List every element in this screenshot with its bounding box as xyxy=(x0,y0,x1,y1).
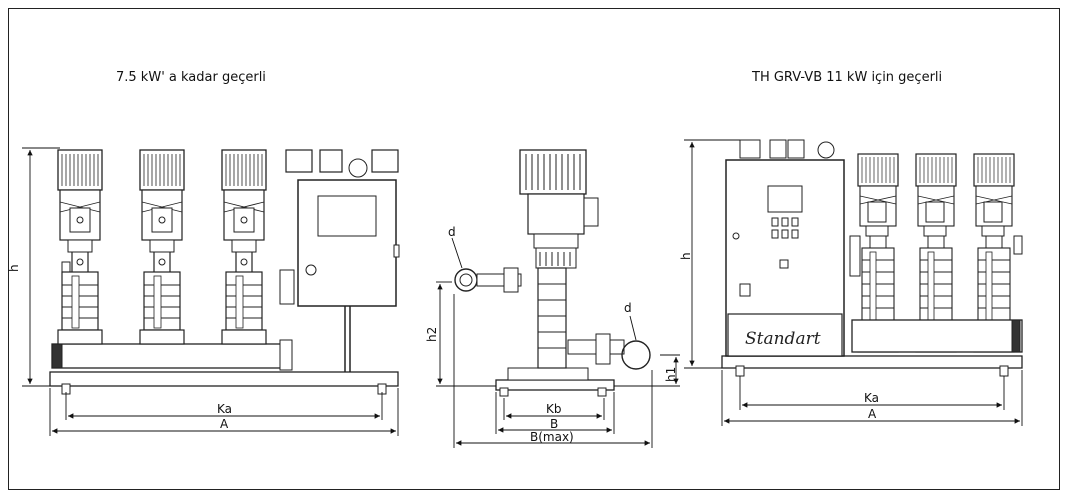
side-d-bottom-label: d xyxy=(624,301,632,315)
left-a-label: A xyxy=(220,417,229,431)
side-h1-label: h1 xyxy=(664,367,678,382)
side-booster-unit xyxy=(454,149,651,397)
side-dimensions xyxy=(436,237,680,448)
side-bmax-label: B(max) xyxy=(530,430,574,444)
side-h2-label: h2 xyxy=(425,327,439,342)
left-ka-label: Ka xyxy=(217,402,232,416)
right-dimensions xyxy=(684,139,1023,426)
right-a-label: A xyxy=(868,407,877,421)
right-h-label: h xyxy=(679,252,693,260)
left-booster-unit xyxy=(49,149,400,395)
left-dimensions xyxy=(22,147,399,436)
side-b-label: B xyxy=(550,417,558,431)
right-view-heading: TH GRV-VB 11 kW için geçerli xyxy=(752,70,943,85)
right-ka-label: Ka xyxy=(864,391,879,405)
right-booster-unit xyxy=(721,139,1023,377)
drawing-frame xyxy=(8,8,1060,490)
side-kb-label: Kb xyxy=(546,402,562,416)
side-d-top-label: d xyxy=(448,225,456,239)
left-h-label: h xyxy=(7,264,21,272)
left-view-heading: 7.5 kW' a kadar geçerli xyxy=(116,70,266,85)
standart-logo: Standart xyxy=(745,329,821,349)
